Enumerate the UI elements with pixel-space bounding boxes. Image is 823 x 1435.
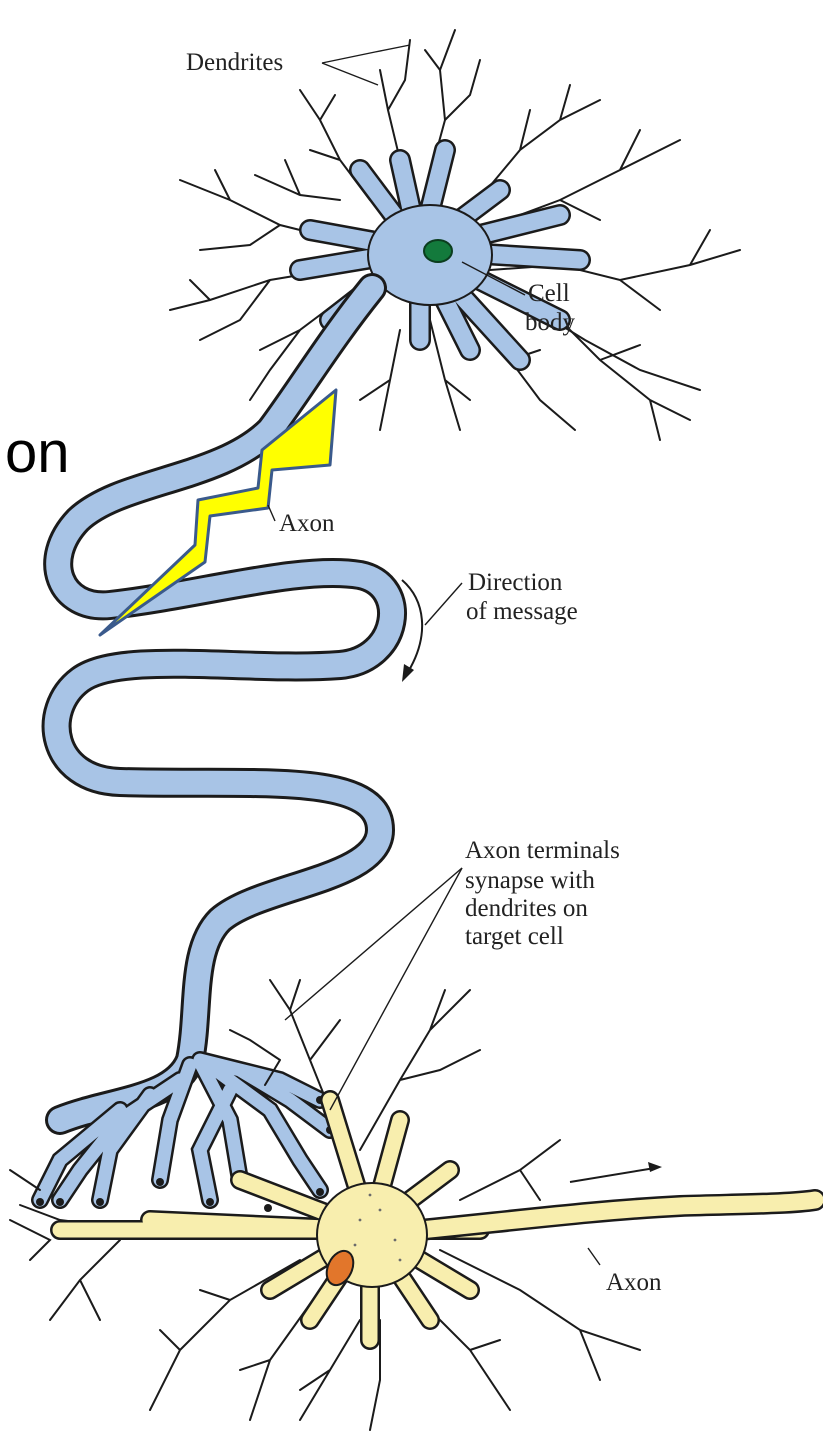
- label-cell-body-1: Cell: [528, 280, 570, 307]
- direction-arrow: [402, 580, 422, 682]
- dendrites-leader-2: [322, 63, 378, 85]
- label-direction-2: of message: [466, 598, 578, 625]
- upper-axon: [57, 288, 392, 1120]
- lower-neuron: [50, 980, 815, 1430]
- terminals-leader-2: [330, 868, 462, 1110]
- axon-bottom-leader: [588, 1248, 600, 1265]
- label-dendrites: Dendrites: [186, 49, 283, 76]
- label-terminals-3: dendrites on: [465, 895, 588, 922]
- label-terminals-4: target cell: [465, 923, 564, 950]
- label-axon-bottom: Axon: [606, 1269, 662, 1296]
- heading-fragment: on: [5, 420, 70, 485]
- direction-leader: [425, 583, 462, 625]
- dendrites-leader-1: [322, 45, 410, 63]
- label-terminals-1: Axon terminals: [465, 837, 620, 864]
- lower-axon-arrow: [570, 1162, 662, 1182]
- label-axon-top: Axon: [279, 510, 335, 537]
- upper-neuron: [10, 30, 740, 1260]
- axon-top-leader: [268, 505, 275, 521]
- upper-nucleus: [424, 240, 452, 262]
- label-terminals-2: synapse with: [465, 867, 595, 894]
- label-cell-body-2: body: [525, 309, 576, 336]
- label-direction-1: Direction: [468, 569, 563, 596]
